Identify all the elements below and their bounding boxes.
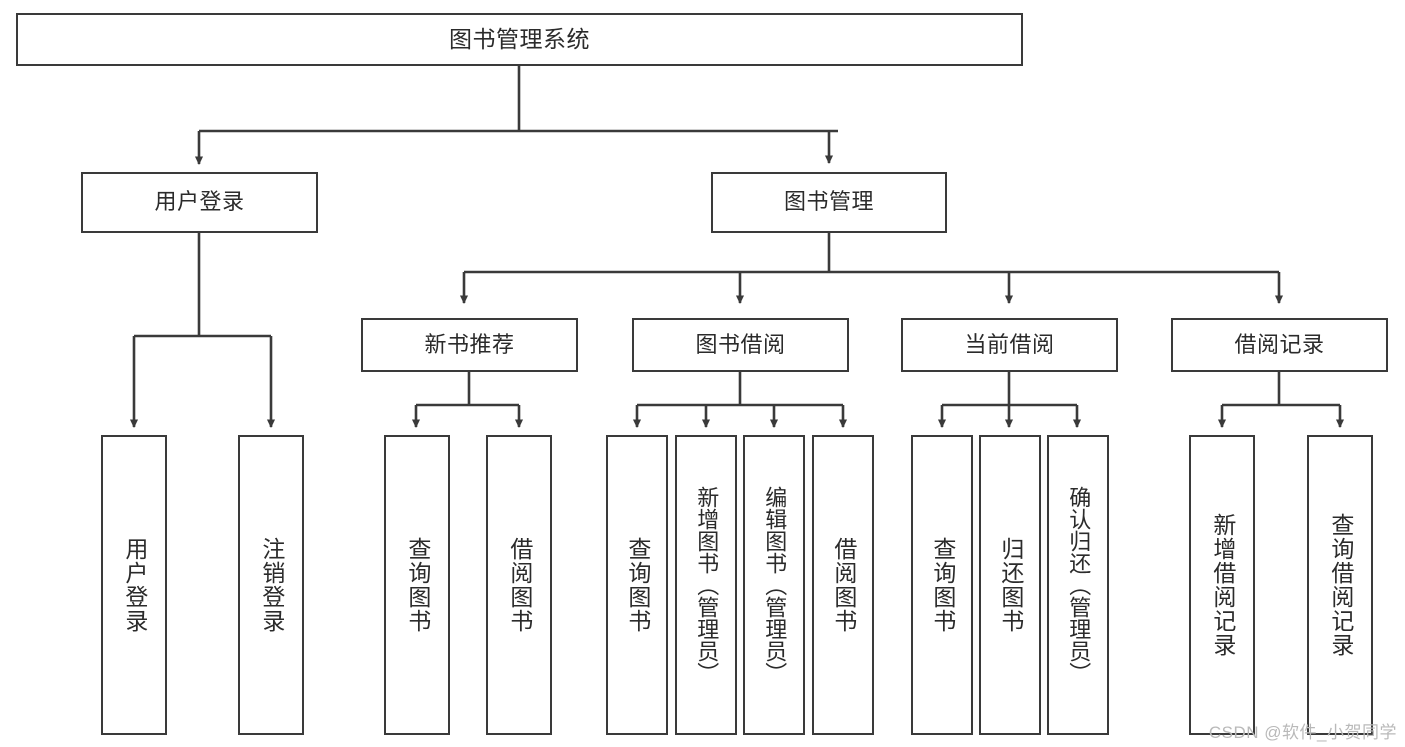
leaf-confirm-return-admin-label: 确认归还（管理员） [1066, 486, 1092, 684]
leaf-user-login[interactable]: 用户登录 [101, 435, 167, 735]
leaf-query-book-current-label: 查询图书 [929, 537, 956, 633]
leaf-borrow-book-recommend[interactable]: 借阅图书 [486, 435, 552, 735]
leaf-edit-book-admin-label: 编辑图书（管理员） [762, 486, 788, 684]
node-new-book-recommend-label: 新书推荐 [424, 331, 515, 357]
leaf-add-book-admin[interactable]: 新增图书（管理员） [675, 435, 737, 735]
leaf-confirm-return-admin[interactable]: 确认归还（管理员） [1047, 435, 1109, 735]
leaf-user-logout-label: 注销登录 [258, 537, 285, 633]
leaf-borrow-book-borrow-label: 借阅图书 [830, 537, 857, 633]
leaf-return-book[interactable]: 归还图书 [979, 435, 1041, 735]
node-user-login[interactable]: 用户登录 [81, 172, 318, 233]
node-user-login-label: 用户登录 [154, 189, 245, 215]
leaf-add-borrow-record[interactable]: 新增借阅记录 [1189, 435, 1255, 735]
leaf-user-logout[interactable]: 注销登录 [238, 435, 304, 735]
node-current-borrow-label: 当前借阅 [964, 331, 1055, 357]
node-new-book-recommend[interactable]: 新书推荐 [361, 318, 578, 372]
leaf-user-login-label: 用户登录 [121, 537, 148, 633]
node-current-borrow[interactable]: 当前借阅 [901, 318, 1118, 372]
node-book-borrow-label: 图书借阅 [695, 331, 786, 357]
leaf-query-book-borrow[interactable]: 查询图书 [606, 435, 668, 735]
node-book-management-label: 图书管理 [783, 189, 874, 215]
leaf-borrow-book-borrow[interactable]: 借阅图书 [812, 435, 874, 735]
node-book-borrow[interactable]: 图书借阅 [632, 318, 849, 372]
leaf-query-book-borrow-label: 查询图书 [624, 537, 651, 633]
node-root[interactable]: 图书管理系统 [16, 13, 1023, 66]
node-book-management[interactable]: 图书管理 [711, 172, 947, 233]
leaf-return-book-label: 归还图书 [997, 537, 1024, 633]
leaf-query-book-recommend-label: 查询图书 [404, 537, 431, 633]
leaf-query-book-current[interactable]: 查询图书 [911, 435, 973, 735]
leaf-add-borrow-record-label: 新增借阅记录 [1209, 513, 1236, 657]
leaf-add-book-admin-label: 新增图书（管理员） [694, 486, 720, 684]
node-borrow-record[interactable]: 借阅记录 [1171, 318, 1388, 372]
leaf-query-borrow-record-label: 查询借阅记录 [1327, 513, 1354, 657]
leaf-query-book-recommend[interactable]: 查询图书 [384, 435, 450, 735]
node-root-label: 图书管理系统 [449, 25, 590, 52]
node-borrow-record-label: 借阅记录 [1234, 331, 1325, 357]
watermark: CSDN @软件_小贺同学 [1208, 723, 1397, 742]
leaf-query-borrow-record[interactable]: 查询借阅记录 [1307, 435, 1373, 735]
leaf-edit-book-admin[interactable]: 编辑图书（管理员） [743, 435, 805, 735]
leaf-borrow-book-recommend-label: 借阅图书 [506, 537, 533, 633]
